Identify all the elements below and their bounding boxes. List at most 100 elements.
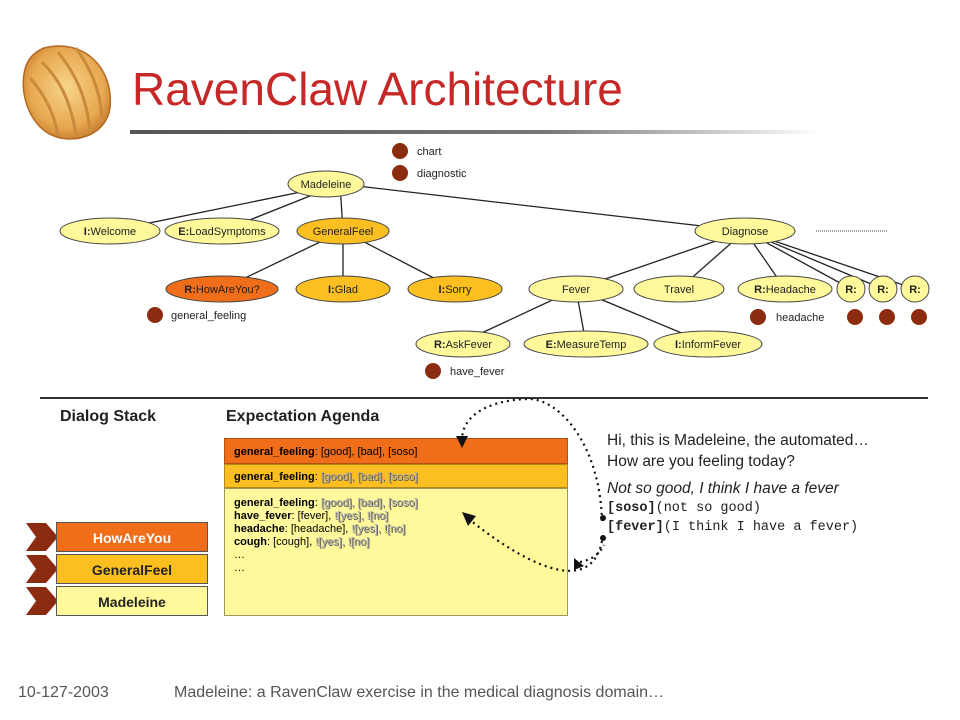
title-underline bbox=[130, 130, 820, 134]
agenda-line-key: headache bbox=[234, 523, 285, 535]
fever-binding-arrow bbox=[469, 519, 604, 572]
section-divider bbox=[40, 397, 928, 399]
node-sorry-label: Sorry bbox=[445, 284, 472, 296]
agenda-line-plain: … bbox=[234, 549, 245, 561]
node-loadsymptoms-prefix: E: bbox=[178, 226, 189, 238]
svg-text:R:HowAreYou?: R:HowAreYou? bbox=[184, 284, 259, 296]
parse-fever: [fever](I think I have a fever) bbox=[607, 518, 869, 537]
agenda-line-key: cough bbox=[234, 536, 267, 548]
agenda-line-sep: : bbox=[284, 523, 291, 535]
r-3-concept-dot bbox=[911, 309, 927, 325]
agenda-line-plain: [cough], bbox=[273, 536, 316, 548]
have-fever-concept-dot bbox=[425, 363, 441, 379]
agenda-line-general-feeling: general_feeling: [good], [bad], [soso] bbox=[234, 497, 567, 510]
agenda-row2-sep: : bbox=[314, 471, 321, 483]
node-measuretemp[interactable]: E:MeasureTemp bbox=[523, 330, 649, 358]
node-travel[interactable]: Travel bbox=[633, 275, 725, 303]
agenda-line-sep: : bbox=[267, 536, 274, 548]
node-madeleine-label: Madeleine bbox=[301, 179, 352, 191]
agenda-row-generalfeel: general_feeling: [good], [bad], [soso] bbox=[224, 464, 568, 488]
node-fever[interactable]: Fever bbox=[528, 275, 624, 303]
agenda-line-plain: … bbox=[234, 562, 245, 574]
agenda-line-plain: [fever], bbox=[297, 510, 335, 522]
node-sorry[interactable]: I:Sorry bbox=[407, 275, 503, 303]
agenda-line-shadow: ![yes], ![no] bbox=[351, 523, 406, 535]
r-2-concept-dot bbox=[879, 309, 895, 325]
node-headache-prefix: R: bbox=[754, 284, 766, 296]
node-diagnose[interactable]: Diagnose bbox=[694, 217, 796, 245]
node-r-3[interactable]: R: bbox=[900, 275, 930, 303]
system-line-1: Hi, this is Madeleine, the automated… bbox=[607, 432, 869, 449]
stack-item-madeleine[interactable]: Madeleine bbox=[56, 586, 208, 616]
system-line-2: How are you feeling today? bbox=[607, 453, 795, 470]
agenda-arrow-head bbox=[574, 558, 584, 570]
node-r-1-prefix: R: bbox=[845, 284, 857, 296]
parse-fever-tag: [fever] bbox=[607, 520, 664, 535]
agenda-row-howareyou: general_feeling: [good], [bad], [soso] bbox=[224, 438, 568, 464]
parse-fever-text: (I think I have a fever) bbox=[663, 520, 859, 535]
slide-title: RavenClaw Architecture bbox=[132, 63, 623, 115]
agenda-row1-key: general_feeling bbox=[234, 446, 315, 458]
node-r-3-prefix: R: bbox=[909, 284, 921, 296]
node-measuretemp-label: MeasureTemp bbox=[557, 339, 627, 351]
parse-soso-tag: [soso] bbox=[607, 501, 656, 516]
agenda-line-shadow: ![yes], ![no] bbox=[334, 510, 389, 522]
stack-arrow-icon bbox=[26, 555, 58, 583]
general-feeling-concept-dot bbox=[147, 307, 163, 323]
agenda-line-cough: cough: [cough], ![yes], ![no] bbox=[234, 536, 567, 549]
node-headache[interactable]: R:Headache bbox=[737, 275, 833, 303]
node-howareyou-prefix: R: bbox=[184, 284, 196, 296]
node-generalfeel[interactable]: GeneralFeel bbox=[296, 217, 390, 245]
diagnostic-legend-label: diagnostic bbox=[417, 168, 467, 180]
agenda-line-key: general_feeling bbox=[234, 497, 315, 509]
soso-arrow-head bbox=[456, 436, 468, 448]
chart-legend-dot bbox=[392, 143, 408, 159]
node-askfever-label: AskFever bbox=[446, 339, 493, 351]
node-informfever[interactable]: I:InformFever bbox=[653, 330, 763, 358]
madeleine-logo bbox=[22, 45, 112, 140]
node-informfever-prefix: I: bbox=[675, 339, 682, 351]
node-glad[interactable]: I:Glad bbox=[295, 275, 391, 303]
diagnostic-legend-dot bbox=[392, 165, 408, 181]
svg-text:E:LoadSymptoms: E:LoadSymptoms bbox=[178, 226, 266, 238]
fever-arrow-head bbox=[462, 512, 476, 526]
node-diagnose-label: Diagnose bbox=[722, 226, 768, 238]
agenda-line-headache: headache: [headache], ![yes], ![no] bbox=[234, 523, 567, 536]
node-r-2-prefix: R: bbox=[877, 284, 889, 296]
agenda-line-key: have_fever bbox=[234, 510, 292, 522]
node-r-1[interactable]: R: bbox=[836, 275, 866, 303]
node-generalfeel-label: GeneralFeel bbox=[313, 226, 374, 238]
node-glad-prefix: I: bbox=[328, 284, 335, 296]
agenda-line-shadow: ![yes], ![no] bbox=[315, 536, 370, 548]
node-howareyou[interactable]: R:HowAreYou? bbox=[165, 275, 279, 303]
svg-text:I:InformFever: I:InformFever bbox=[675, 339, 741, 351]
expectation-agenda: general_feeling: [good], [bad], [soso] g… bbox=[224, 438, 568, 616]
general-feeling-concept-label: general_feeling bbox=[171, 310, 246, 322]
node-howareyou-label: HowAreYou? bbox=[196, 284, 260, 296]
stack-item-howareyou[interactable]: HowAreYou bbox=[56, 522, 208, 552]
agenda-line-shadow: [good], [bad], [soso] bbox=[320, 497, 418, 509]
node-welcome-label: Welcome bbox=[91, 226, 137, 238]
parse-soso-text: (not so good) bbox=[655, 501, 761, 516]
node-r-2[interactable]: R: bbox=[868, 275, 898, 303]
stack-arrow-icon bbox=[26, 587, 58, 615]
dialog-stack-heading: Dialog Stack bbox=[60, 408, 157, 425]
stack-item-generalfeel[interactable]: GeneralFeel bbox=[56, 554, 208, 584]
node-madeleine[interactable]: Madeleine bbox=[287, 170, 365, 198]
node-loadsymptoms[interactable]: E:LoadSymptoms bbox=[164, 217, 280, 245]
footer-date: 10-127-2003 bbox=[18, 684, 109, 701]
svg-text:I:Sorry: I:Sorry bbox=[438, 284, 472, 296]
node-askfever-prefix: R: bbox=[434, 339, 446, 351]
agenda-line-sep: : bbox=[291, 510, 298, 522]
headache-concept-label: headache bbox=[776, 312, 824, 324]
node-fever-label: Fever bbox=[562, 284, 590, 296]
svg-text:R:AskFever: R:AskFever bbox=[434, 339, 492, 351]
task-tree: chart diagnostic Madeleine I:Welcome E:L… bbox=[59, 143, 930, 379]
node-welcome[interactable]: I:Welcome bbox=[59, 217, 161, 245]
agenda-row2-key: general_feeling bbox=[234, 471, 315, 483]
r-1-concept-dot bbox=[847, 309, 863, 325]
node-sorry-prefix: I: bbox=[438, 284, 445, 296]
node-askfever[interactable]: R:AskFever bbox=[415, 330, 511, 358]
agenda-line-have-fever: have_fever: [fever], ![yes], ![no] bbox=[234, 510, 567, 523]
agenda-line-plain: [headache], bbox=[290, 523, 352, 535]
